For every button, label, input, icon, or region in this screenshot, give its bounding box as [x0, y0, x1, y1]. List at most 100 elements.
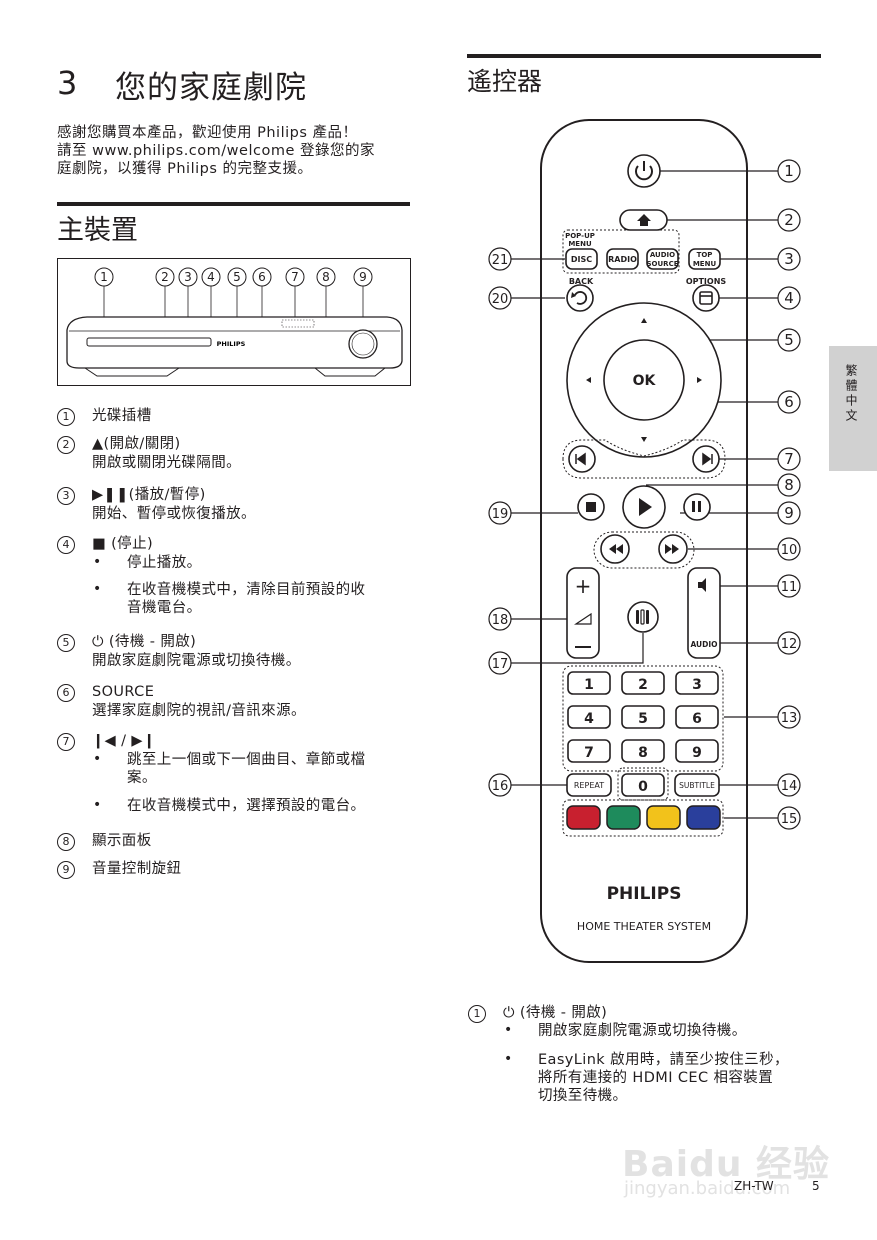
blue-button [686, 805, 721, 830]
page-number: 5 [812, 1179, 820, 1193]
svg-text:4: 4 [207, 270, 215, 284]
watermark-url: jingyan.baidu.com [624, 1178, 791, 1199]
svg-text:1: 1 [100, 270, 108, 284]
diagram-callout-3: 3 [178, 267, 198, 320]
diagram-callout-7: 7 [285, 267, 305, 318]
svg-text:11: 11 [781, 580, 798, 595]
item-bullet: 跳至上一個或下一個曲目、章節或檔 [127, 752, 366, 768]
section-rule [467, 54, 821, 58]
back-label: BACK [569, 277, 594, 286]
svg-text:7: 7 [784, 450, 794, 468]
item-bullet: EasyLink 啟用時，請至少按住三秒， [538, 1052, 789, 1068]
item-desc: 開始、暫停或恢復播放。 [92, 506, 256, 522]
mute-audio-rocker [687, 567, 721, 659]
svg-text:6: 6 [784, 393, 794, 411]
audio-label: AUDIO [690, 640, 717, 649]
radio-button [606, 248, 639, 270]
svg-text:7: 7 [291, 270, 299, 284]
svg-text:6: 6 [258, 270, 266, 284]
repeat-button [566, 773, 612, 797]
svg-text:2: 2 [161, 270, 169, 284]
item-desc: 開啟或關閉光碟隔間。 [92, 455, 241, 471]
popup-label-2: MENU [568, 240, 592, 248]
svg-text:12: 12 [781, 637, 798, 652]
ok-button [603, 339, 685, 421]
item-title: ❙◀ / ▶❙ [92, 733, 156, 749]
svg-text:9: 9 [692, 745, 702, 761]
remote-title: 遙控器 [467, 67, 543, 96]
rewind-icon [609, 544, 623, 554]
chapter-number: 3 [57, 64, 78, 102]
item-number: 1 [57, 408, 75, 426]
ok-label: OK [633, 373, 657, 389]
svg-text:AUDIO: AUDIO [650, 251, 675, 259]
item-title: 音量控制旋鈕 [92, 861, 182, 877]
svg-text:9: 9 [359, 270, 367, 284]
svg-text:6: 6 [692, 711, 702, 727]
right-arrow-icon [697, 377, 702, 383]
item-bullet: 將所有連接的 HDMI CEC 相容裝置 [538, 1070, 774, 1086]
intro-line: 感謝您購買本產品，歡迎使用 Philips 產品！ [57, 125, 358, 141]
options-button [692, 284, 720, 312]
svg-text:14: 14 [781, 779, 798, 794]
svg-text:8: 8 [322, 270, 330, 284]
svg-text:17: 17 [492, 657, 509, 672]
disc-slot [86, 337, 212, 347]
svg-text:MENU: MENU [693, 260, 717, 268]
fast-forward-icon [665, 544, 679, 554]
up-arrow-icon [641, 318, 647, 323]
item-bullet: 在收音機模式中，選擇預設的電台。 [127, 798, 366, 814]
svg-text:4: 4 [784, 289, 794, 307]
play-icon [639, 498, 652, 516]
svg-text:10: 10 [781, 543, 798, 558]
home-icon [637, 214, 651, 226]
section-rule [57, 202, 410, 206]
item-bullet: 開啟家庭劇院電源或切換待機。 [538, 1023, 747, 1039]
volume-rocker [566, 567, 600, 659]
svg-text:5: 5 [638, 711, 648, 727]
red-button [566, 805, 601, 830]
bullet: • [93, 554, 102, 570]
back-button [566, 284, 594, 312]
previous-icon [575, 452, 586, 466]
back-icon [574, 291, 588, 305]
power-icon [635, 165, 653, 181]
remote-brand: PHILIPS [607, 884, 682, 904]
svg-text:2: 2 [784, 211, 794, 229]
diagram-callout-6: 6 [252, 267, 272, 320]
svg-text:18: 18 [492, 613, 509, 628]
language-side-tab: 繁體中文 [829, 346, 877, 471]
item-number: 6 [57, 684, 75, 702]
sound-mode-button [627, 601, 659, 633]
item-bullet: 停止播放。 [127, 555, 202, 571]
item-bullet: 在收音機模式中，清除目前預設的收 [127, 582, 366, 598]
item-number: 3 [57, 487, 75, 505]
device-body [66, 316, 403, 369]
svg-text:1: 1 [784, 162, 794, 180]
svg-text:5: 5 [784, 331, 794, 349]
bullet: • [93, 751, 102, 767]
item-number: 4 [57, 536, 75, 554]
svg-text:SUBTITLE: SUBTITLE [679, 781, 715, 790]
numeric-keypad: 1 2 3 4 5 6 7 8 9 [567, 671, 719, 763]
item-number: 9 [57, 861, 75, 879]
top-menu-button [688, 248, 721, 270]
chapter-title: 您的家庭劇院 [115, 70, 307, 106]
item-title: ▲(開啟/關閉) [92, 436, 181, 452]
svg-text:19: 19 [492, 507, 509, 522]
item-desc: 選擇家庭劇院的視訊/音訊來源。 [92, 703, 306, 719]
side-tab-label: 繁體中文 [844, 364, 858, 424]
bullet: • [504, 1051, 513, 1067]
item-title: ■ (停止) [92, 536, 154, 552]
remote-model: HOME THEATER SYSTEM [577, 920, 711, 933]
item-bullet: 案。 [127, 770, 157, 786]
svg-text:8: 8 [784, 476, 794, 494]
svg-text:RADIO: RADIO [608, 255, 637, 264]
volume-up-icon: + [575, 574, 592, 598]
svg-text:8: 8 [638, 745, 648, 761]
item-title: SOURCE [92, 684, 155, 700]
svg-text:2: 2 [638, 677, 648, 693]
subtitle-button [674, 773, 720, 797]
sound-mode-icon [636, 610, 639, 624]
item-title: 顯示面板 [92, 833, 152, 849]
